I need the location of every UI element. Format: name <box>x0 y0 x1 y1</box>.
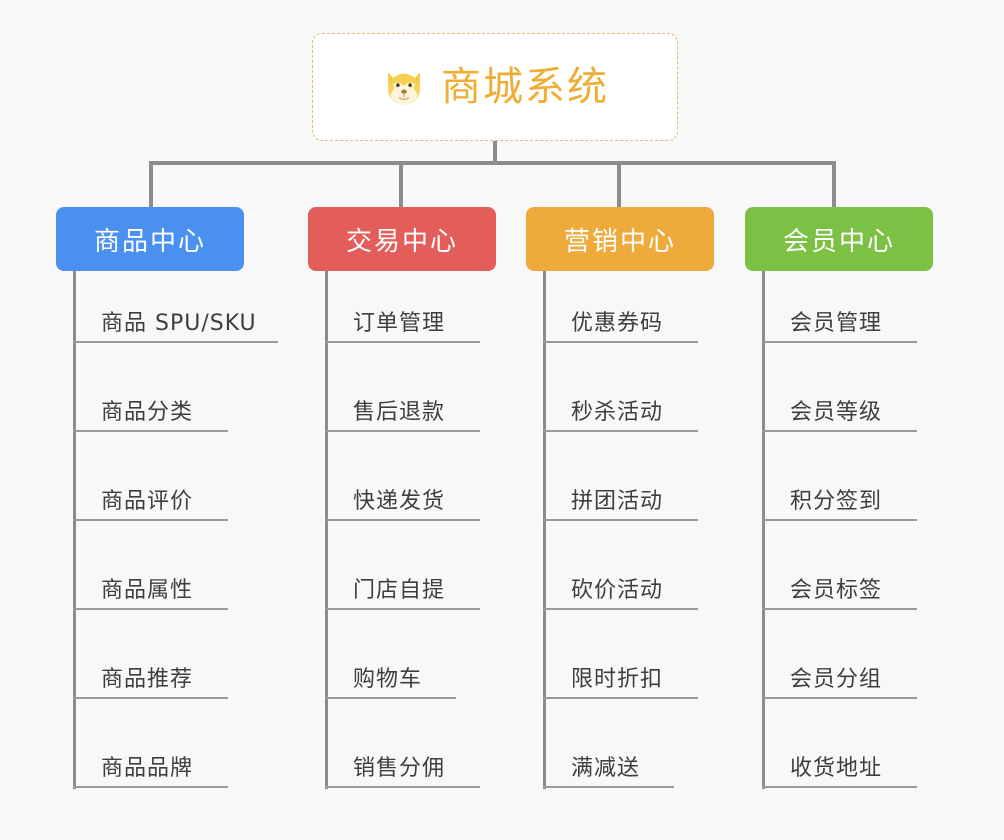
branch-spine-4 <box>762 271 765 789</box>
leaf-item-1-5[interactable]: 商品推荐 <box>73 667 228 699</box>
leaf-item-3-3[interactable]: 拼团活动 <box>543 489 698 521</box>
leaf-label-1-5: 商品推荐 <box>101 667 194 692</box>
leaf-label-3-5: 限时折扣 <box>571 667 664 692</box>
leaf-label-2-2: 售后退款 <box>353 400 446 425</box>
leaf-label-4-1: 会员管理 <box>790 311 883 336</box>
branch-header-2[interactable]: 交易中心 <box>308 207 496 271</box>
leaf-item-4-2[interactable]: 会员等级 <box>762 400 917 432</box>
leaf-label-4-3: 积分签到 <box>790 489 883 514</box>
leaf-label-1-3: 商品评价 <box>101 489 194 514</box>
leaf-label-1-6: 商品品牌 <box>101 756 194 781</box>
leaf-label-3-4: 砍价活动 <box>571 578 664 603</box>
leaf-item-2-1[interactable]: 订单管理 <box>325 311 480 343</box>
branch-header-label-3: 营销中心 <box>563 226 676 257</box>
horizontal-bus-connector <box>149 161 836 165</box>
leaf-item-4-6[interactable]: 收货地址 <box>762 756 917 788</box>
leaf-label-4-4: 会员标签 <box>790 578 883 603</box>
leaf-label-1-1: 商品 SPU/SKU <box>101 311 257 336</box>
branch-header-label-4: 会员中心 <box>782 226 895 257</box>
leaf-item-2-2[interactable]: 售后退款 <box>325 400 480 432</box>
leaf-item-4-5[interactable]: 会员分组 <box>762 667 917 699</box>
leaf-item-3-4[interactable]: 砍价活动 <box>543 578 698 610</box>
leaf-item-4-1[interactable]: 会员管理 <box>762 311 917 343</box>
branch-header-label-2: 交易中心 <box>345 226 458 257</box>
leaf-label-2-1: 订单管理 <box>353 311 446 336</box>
leaf-item-1-4[interactable]: 商品属性 <box>73 578 228 610</box>
leaf-label-2-4: 门店自提 <box>353 578 446 603</box>
branch-column-3: 营销中心 优惠券码 秒杀活动 拼团活动 砍价活动 限时折扣 满减送 <box>526 207 714 789</box>
drop-connector-2 <box>399 161 403 207</box>
leaf-label-4-2: 会员等级 <box>790 400 883 425</box>
leaf-item-3-6[interactable]: 满减送 <box>543 756 674 788</box>
leaf-item-3-1[interactable]: 优惠券码 <box>543 311 698 343</box>
leaf-item-4-3[interactable]: 积分签到 <box>762 489 917 521</box>
leaf-label-3-3: 拼团活动 <box>571 489 664 514</box>
leaf-item-3-2[interactable]: 秒杀活动 <box>543 400 698 432</box>
leaf-label-3-2: 秒杀活动 <box>571 400 664 425</box>
leaf-label-3-1: 优惠券码 <box>571 311 664 336</box>
shiba-dog-face-icon <box>381 65 427 111</box>
leaf-label-2-6: 销售分佣 <box>353 756 446 781</box>
branch-spine-1 <box>73 271 76 789</box>
branch-column-2: 交易中心 订单管理 售后退款 快递发货 门店自提 购物车 销售分佣 <box>308 207 496 789</box>
leaf-label-1-2: 商品分类 <box>101 400 194 425</box>
branch-spine-3 <box>543 271 546 789</box>
leaf-item-1-2[interactable]: 商品分类 <box>73 400 228 432</box>
leaf-item-2-3[interactable]: 快递发货 <box>325 489 480 521</box>
branch-header-label-1: 商品中心 <box>93 226 206 257</box>
leaf-label-1-4: 商品属性 <box>101 578 194 603</box>
root-title: 商城系统 <box>441 64 609 110</box>
drop-connector-4 <box>832 161 836 207</box>
branch-header-4[interactable]: 会员中心 <box>745 207 933 271</box>
branch-header-3[interactable]: 营销中心 <box>526 207 714 271</box>
leaf-label-4-5: 会员分组 <box>790 667 883 692</box>
branch-spine-2 <box>325 271 328 789</box>
leaf-item-3-5[interactable]: 限时折扣 <box>543 667 698 699</box>
drop-connector-3 <box>617 161 621 207</box>
branch-column-1: 商品中心 商品 SPU/SKU 商品分类 商品评价 商品属性 商品推荐 商品品牌 <box>56 207 278 789</box>
leaf-label-4-6: 收货地址 <box>790 756 883 781</box>
leaf-label-3-6: 满减送 <box>571 756 641 781</box>
leaf-label-2-3: 快递发货 <box>353 489 446 514</box>
leaf-label-2-5: 购物车 <box>353 667 423 692</box>
leaf-item-2-6[interactable]: 销售分佣 <box>325 756 480 788</box>
branch-column-4: 会员中心 会员管理 会员等级 积分签到 会员标签 会员分组 收货地址 <box>745 207 933 789</box>
leaf-item-2-4[interactable]: 门店自提 <box>325 578 480 610</box>
leaf-item-1-1[interactable]: 商品 SPU/SKU <box>73 311 278 343</box>
leaf-item-1-3[interactable]: 商品评价 <box>73 489 228 521</box>
root-stem-connector <box>493 141 497 165</box>
leaf-item-4-4[interactable]: 会员标签 <box>762 578 917 610</box>
drop-connector-1 <box>149 161 153 207</box>
leaf-item-1-6[interactable]: 商品品牌 <box>73 756 228 788</box>
branch-header-1[interactable]: 商品中心 <box>56 207 244 271</box>
leaf-item-2-5[interactable]: 购物车 <box>325 667 456 699</box>
root-node[interactable]: 商城系统 <box>312 33 678 141</box>
